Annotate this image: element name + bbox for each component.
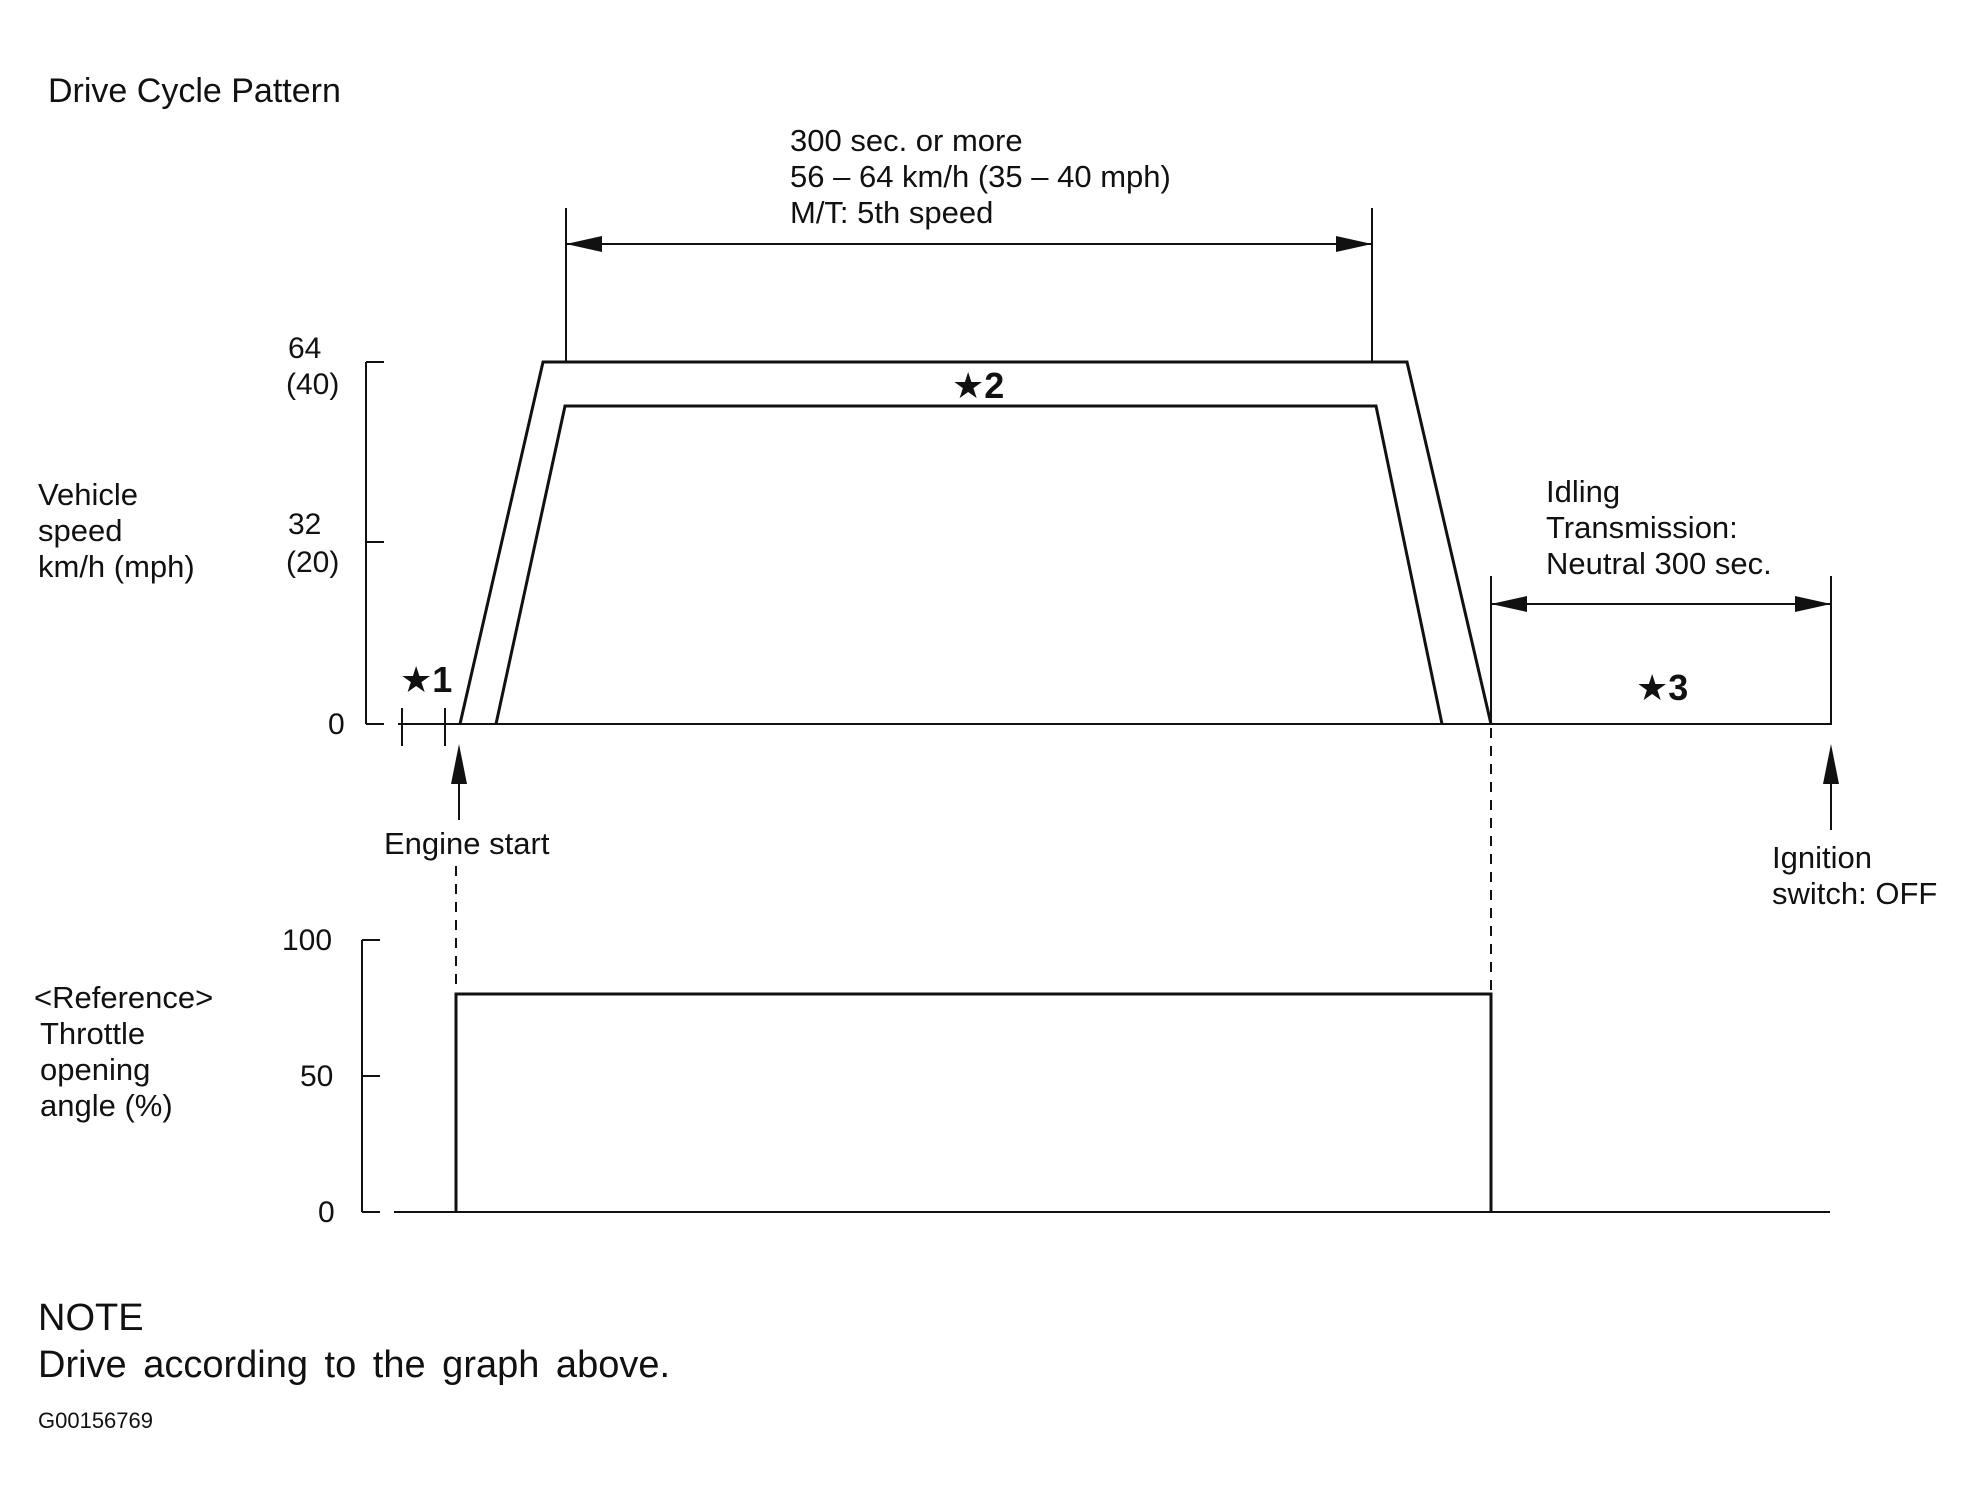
speed-axis [365,361,384,725]
ignition-label-line2: switch: OFF [1772,876,1937,911]
throttle-tick-0: 0 [318,1196,335,1229]
idle-label-transmission: Transmission: [1546,510,1738,545]
cruise-speed-range-label: 56 – 64 km/h (35 – 40 mph) [790,159,1171,194]
cruise-duration-arrow [565,208,1373,362]
pre-start-interval-marker [401,708,446,746]
idle-label-neutral: Neutral 300 sec. [1546,546,1772,581]
throttle-axis-label-opening: opening [40,1052,150,1087]
ignition-label-line1: Ignition [1772,840,1872,875]
speed-tick-20mph: (20) [286,546,339,579]
idle-label-idling: Idling [1546,474,1620,509]
figure-id: G00156769 [38,1408,153,1433]
throttle-tick-50: 50 [300,1060,333,1093]
cruise-duration-label: 300 sec. or more [790,123,1023,158]
throttle-profile-line [454,992,1493,1212]
speed-tick-0: 0 [328,708,345,741]
speed-upper-bound-line [458,360,1493,725]
star2-marker: ★2 [952,365,1004,406]
engine-start-label: Engine start [384,826,550,861]
speed-tick-32: 32 [288,508,321,541]
speed-axis-label-unit: km/h (mph) [38,549,195,584]
throttle-axis [361,939,380,1213]
throttle-axis-label-reference: <Reference> [34,980,213,1015]
speed-lower-bound-line [494,404,1444,725]
speed-tick-40mph: (40) [286,368,339,401]
note-text: Drive according to the graph above. [38,1344,670,1386]
cruise-gear-label: M/T: 5th speed [790,195,993,230]
throttle-axis-label-throttle: Throttle [40,1016,145,1051]
throttle-axis-label-angle: angle (%) [40,1088,173,1123]
speed-tick-64: 64 [288,332,321,365]
speed-axis-label-vehicle: Vehicle [38,477,138,512]
star1-marker: ★1 [400,659,452,700]
diagram-title: Drive Cycle Pattern [48,72,341,110]
speed-axis-label-speed: speed [38,513,122,548]
ignition-off-arrow [1823,744,1839,830]
engine-start-arrow [451,744,467,820]
idle-duration-arrow [1490,576,1832,724]
throttle-tick-100: 100 [282,924,332,957]
star3-marker: ★3 [1636,667,1688,708]
note-heading: NOTE [38,1297,144,1339]
